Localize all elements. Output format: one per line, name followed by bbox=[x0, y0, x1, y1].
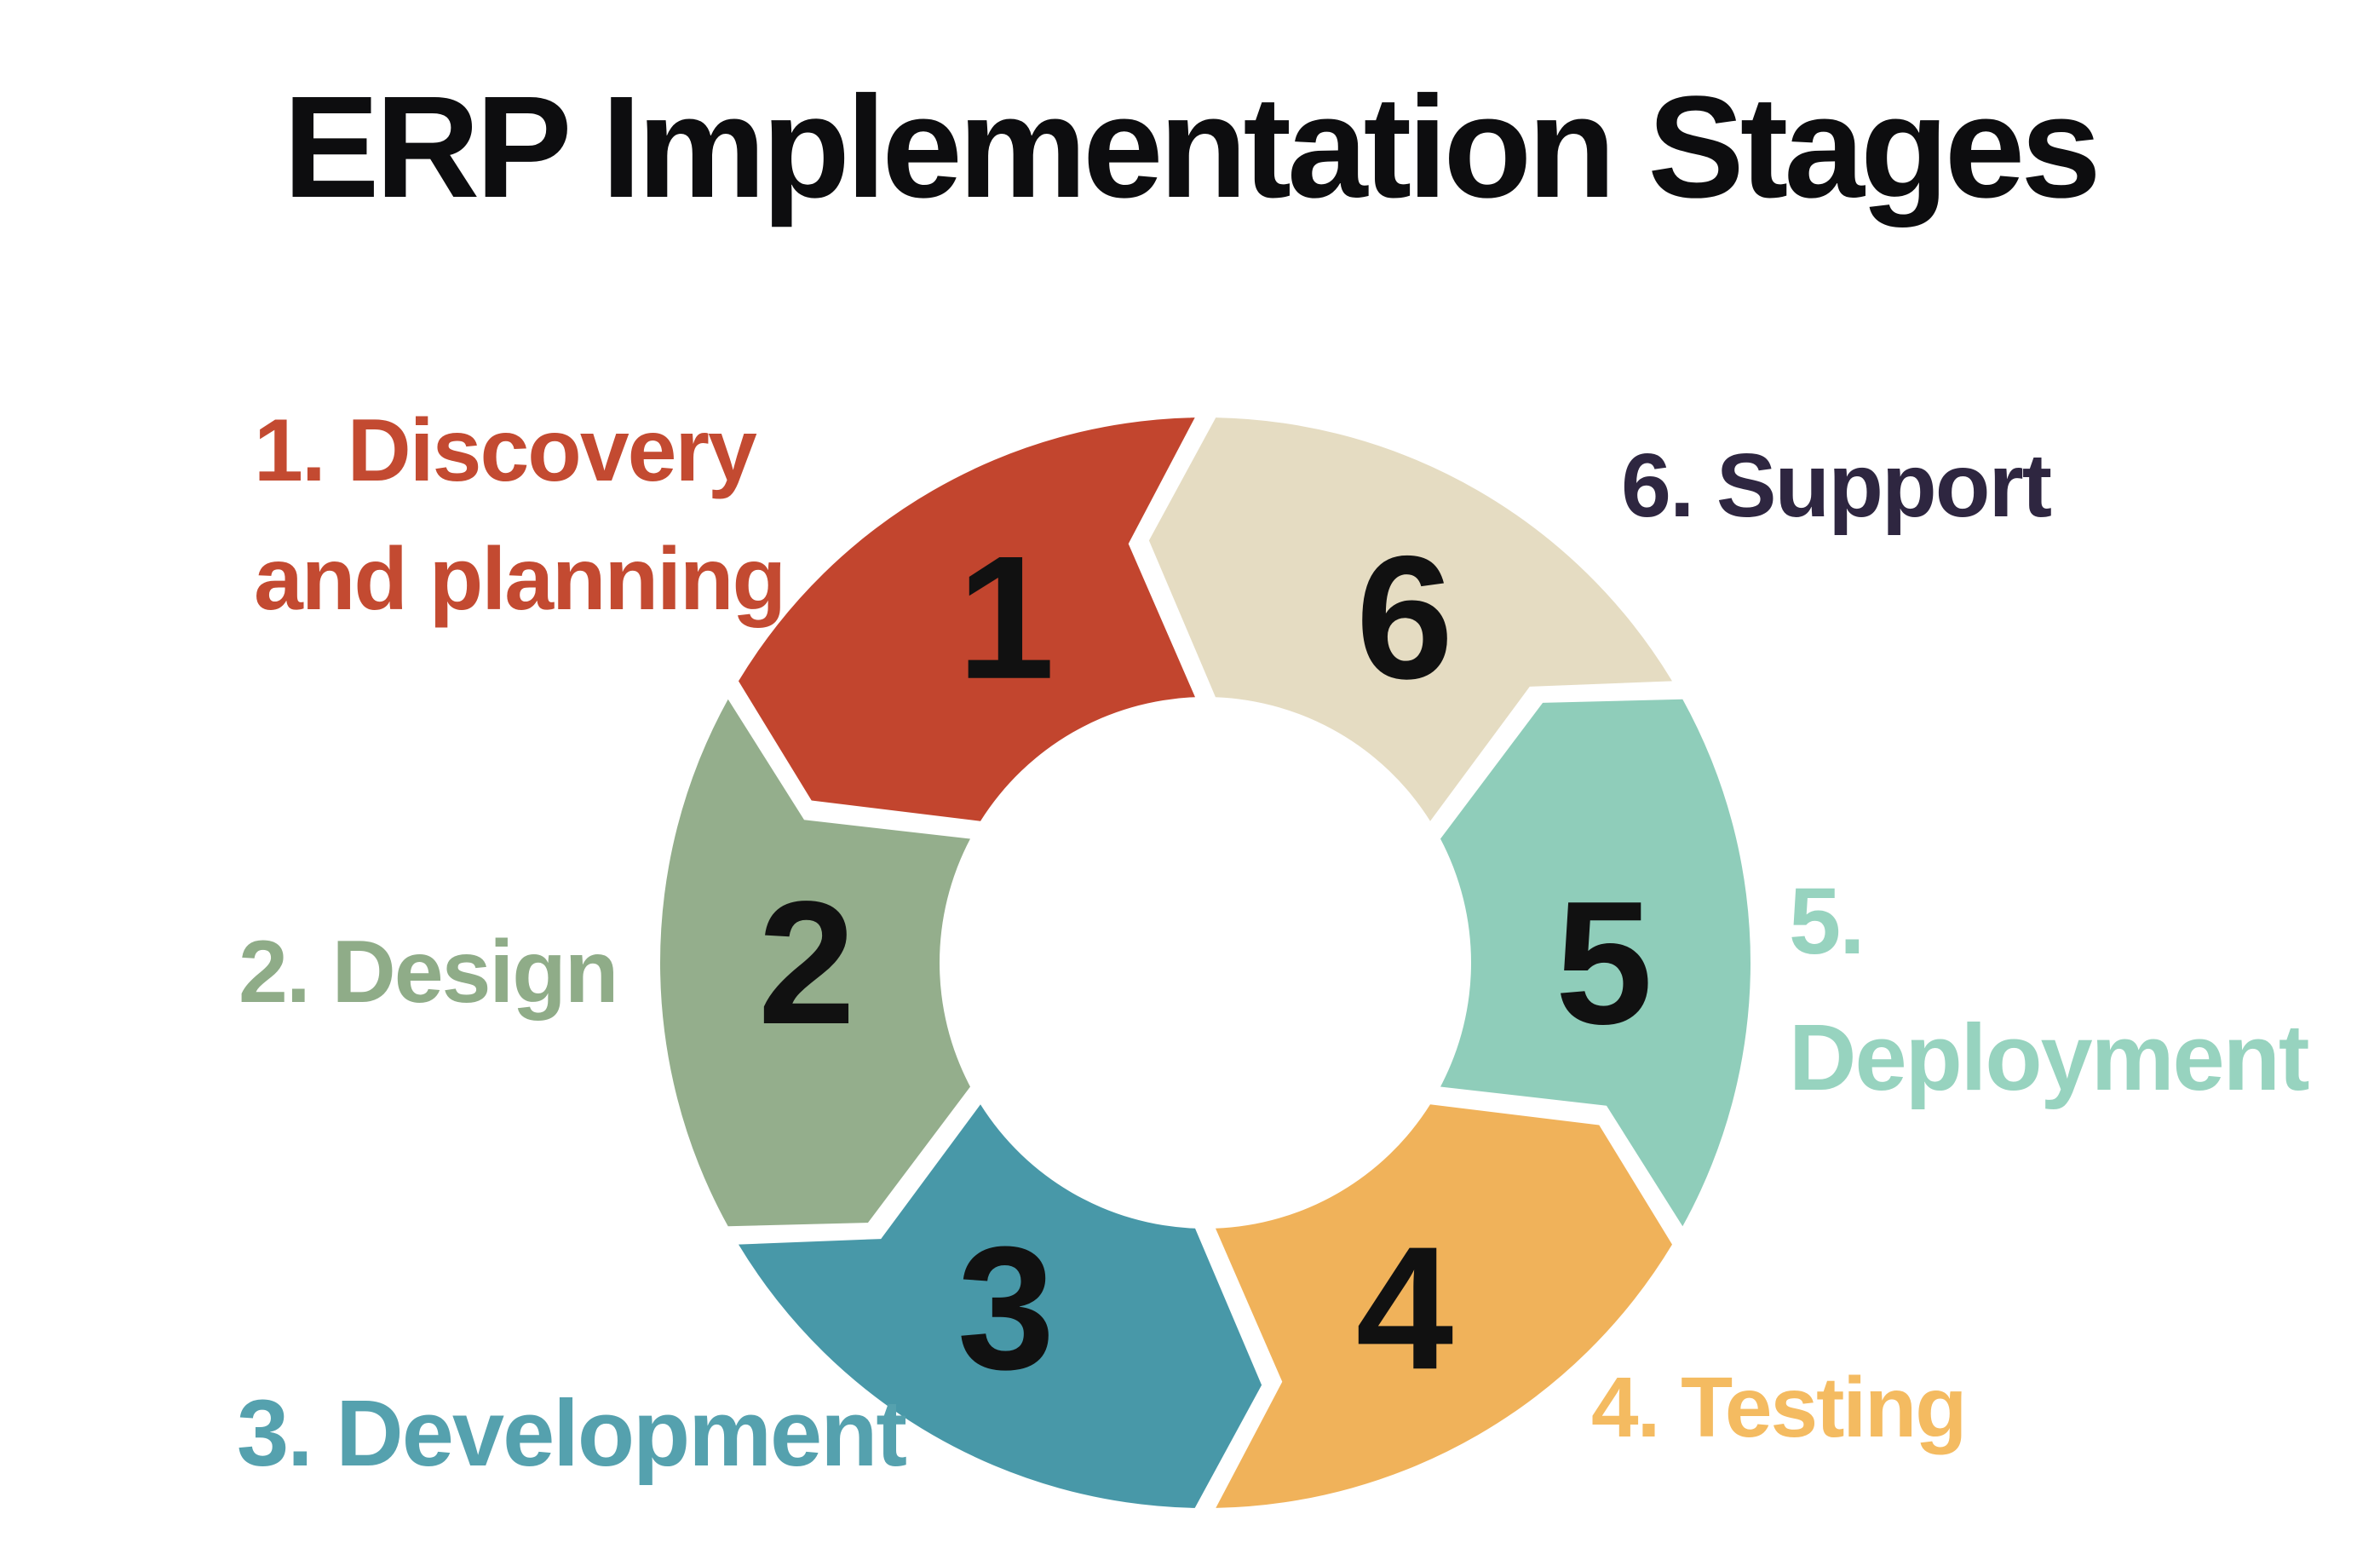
stage-label-discovery-planning: 1. Discovery and planning bbox=[254, 401, 786, 629]
segment-2-number: 2 bbox=[758, 865, 856, 1061]
stage-label-support: 6. Support bbox=[1621, 435, 2052, 536]
segment-5-arrow bbox=[1440, 699, 1751, 1227]
stage-label-deployment: 5. Deployment bbox=[1789, 869, 2310, 1110]
segment-3-arrow bbox=[739, 1104, 1262, 1508]
segment-6-number: 6 bbox=[1356, 520, 1454, 716]
segment-1-arrow bbox=[739, 417, 1195, 821]
stage-label-design: 2. Design bbox=[239, 923, 618, 1022]
segment-4-number: 4 bbox=[1356, 1210, 1454, 1406]
page-title: ERP Implementation Stages bbox=[283, 66, 2101, 228]
segment-3-number: 3 bbox=[957, 1210, 1055, 1406]
segment-4-arrow bbox=[1216, 1104, 1672, 1508]
stage-label-development: 3. Development bbox=[237, 1381, 907, 1486]
segment-1-number: 1 bbox=[957, 520, 1055, 716]
segment-2-arrow bbox=[659, 699, 970, 1227]
stage-label-testing: 4. Testing bbox=[1591, 1360, 1967, 1455]
segment-6-arrow bbox=[1148, 417, 1672, 821]
segment-5-number: 5 bbox=[1555, 865, 1653, 1061]
